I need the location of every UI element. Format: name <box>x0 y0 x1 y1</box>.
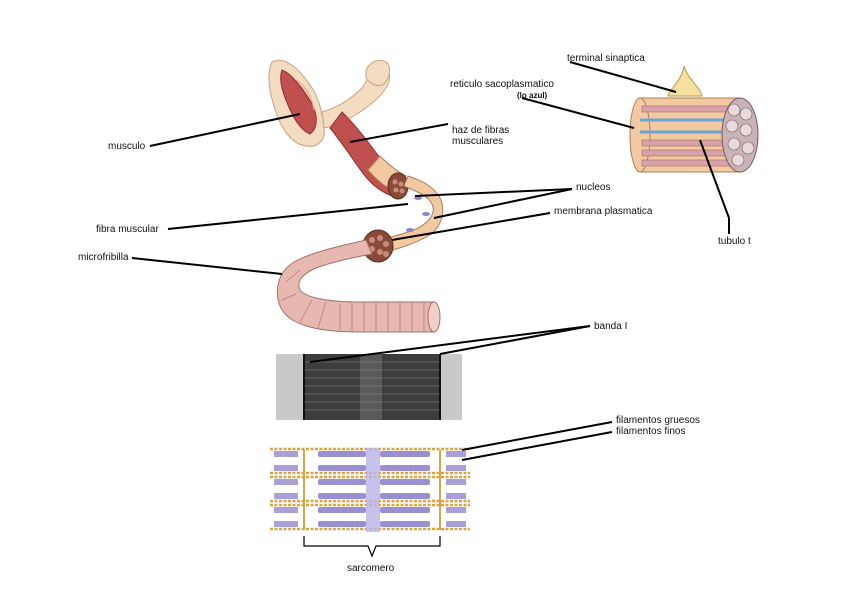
label-haz-line2: musculares <box>452 136 504 147</box>
thin-filament-outer <box>446 507 466 513</box>
thin-filament-inner <box>380 493 430 499</box>
electron-micrograph <box>276 354 462 420</box>
sarcomere-diagram <box>270 447 470 532</box>
thin-filament-outer <box>446 493 466 499</box>
thin-filament-outer <box>274 479 298 485</box>
label-sarcomero: sarcomero <box>347 563 395 574</box>
leader-lines <box>131 61 730 461</box>
label-microfribilla: microfribilla <box>78 252 129 263</box>
thin-filament-outer <box>274 465 298 471</box>
thin-filament-inner <box>318 493 366 499</box>
thin-filament-outer <box>446 465 466 471</box>
label-reticulo-line2: (lo azul) <box>517 91 548 100</box>
label-tubulo-t: tubulo t <box>718 236 751 247</box>
thin-filament-outer <box>274 507 298 513</box>
thin-filament-inner <box>380 507 430 513</box>
thin-filament-outer <box>446 451 466 457</box>
thin-filament-outer <box>274 521 298 527</box>
thin-filament-inner <box>380 451 430 457</box>
thin-filament-inner <box>380 465 430 471</box>
label-reticulo-line1: reticulo sacoplasmatico <box>450 79 554 90</box>
thin-filament-inner <box>318 451 366 457</box>
label-banda-i: banda I <box>594 321 628 332</box>
fiber-cross-section <box>629 65 759 173</box>
label-membrana-plasmatica: membrana plasmatica <box>554 206 653 217</box>
thin-filament-outer <box>446 521 466 527</box>
thin-filament-inner <box>318 465 366 471</box>
label-musculo: musculo <box>108 141 146 152</box>
thin-filament-inner <box>380 479 430 485</box>
thin-filament-outer <box>446 479 466 485</box>
thin-filament-outer <box>274 493 298 499</box>
label-fibra-muscular: fibra muscular <box>96 224 159 235</box>
label-terminal-sinaptica: terminal sinaptica <box>567 53 645 64</box>
thin-filament-inner <box>380 521 430 527</box>
arm-illustration <box>268 59 391 147</box>
myofibril <box>276 239 441 333</box>
thin-filament-outer <box>274 451 298 457</box>
muscle-bundle <box>329 111 409 200</box>
label-haz-line1: haz de fibras <box>452 125 510 136</box>
thin-filament-inner <box>318 479 366 485</box>
label-nucleos: nucleos <box>576 182 611 193</box>
label-filamentos-gruesos: filamentos gruesos <box>616 415 700 426</box>
thin-filament-inner <box>318 521 366 527</box>
thin-filament-inner <box>318 507 366 513</box>
label-filamentos-finos: filamentos finos <box>616 426 686 437</box>
sarcomere-brace <box>303 536 441 558</box>
